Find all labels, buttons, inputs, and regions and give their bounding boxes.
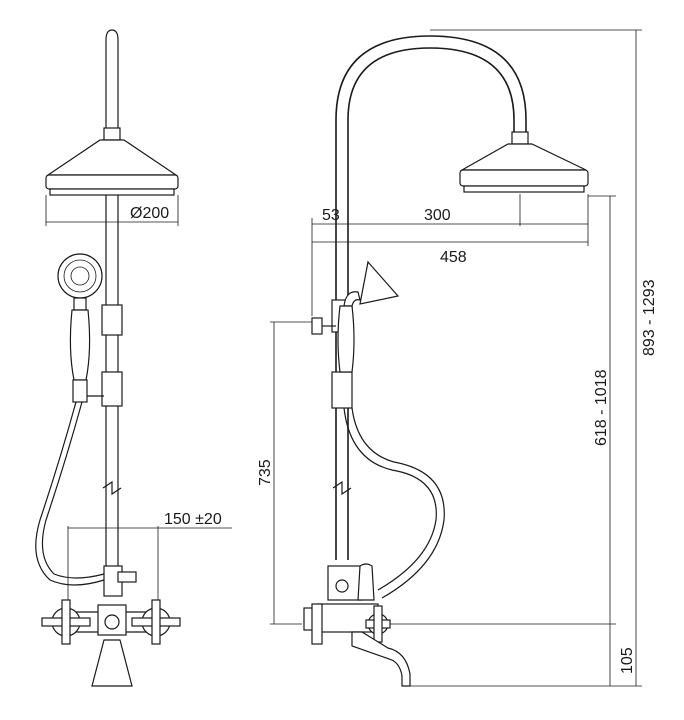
- upper-slide-collar: [101, 304, 123, 336]
- total-height-label: 893 - 1293: [641, 279, 658, 356]
- hand-shower-front: [57, 253, 104, 403]
- mixer-front: [41, 565, 181, 687]
- arched-riser: [335, 35, 527, 560]
- offset-label: 53: [322, 207, 340, 224]
- left-cross-handle: [41, 599, 91, 645]
- projection-label: 458: [440, 249, 467, 266]
- head-label: 300: [424, 207, 451, 224]
- diameter-dimension: Ø200: [45, 195, 179, 226]
- hand-shower-height-dimension: 735: [257, 321, 312, 625]
- side-lower-collar: [331, 371, 353, 409]
- front-view: Ø200: [35, 29, 232, 687]
- diameter-label: Ø200: [130, 205, 169, 222]
- hand-shower-side: [311, 260, 400, 373]
- riser-break-mark: [102, 480, 122, 496]
- spout-height-label: 105: [619, 647, 636, 674]
- hose-side: [343, 407, 437, 591]
- side-view: 53 300 458 735 618 - 1018 893 - 1293: [257, 29, 658, 687]
- head-height-label: 618 - 1018: [593, 369, 610, 446]
- hand-shower-height-label: 735: [257, 459, 274, 486]
- spout-height-dimension: 105: [410, 624, 642, 687]
- head-height-dimension: 618 - 1018: [390, 195, 616, 625]
- spacing-label: 150 ±20: [164, 511, 222, 528]
- right-cross-handle: [131, 599, 181, 645]
- rain-shower-head-side: [459, 131, 589, 193]
- side-cross-handle: [365, 605, 391, 643]
- mixer-side: [303, 563, 411, 687]
- total-height-dimension: 893 - 1293: [430, 29, 658, 686]
- horizontal-dimensions: 53 300 458: [311, 194, 589, 316]
- hose-front: [35, 401, 105, 586]
- rain-shower-head-front: [45, 127, 179, 196]
- side-riser-break-mark: [332, 480, 352, 496]
- spacing-dimension: 150 ±20: [67, 511, 232, 600]
- lower-slide-collar: [101, 371, 123, 407]
